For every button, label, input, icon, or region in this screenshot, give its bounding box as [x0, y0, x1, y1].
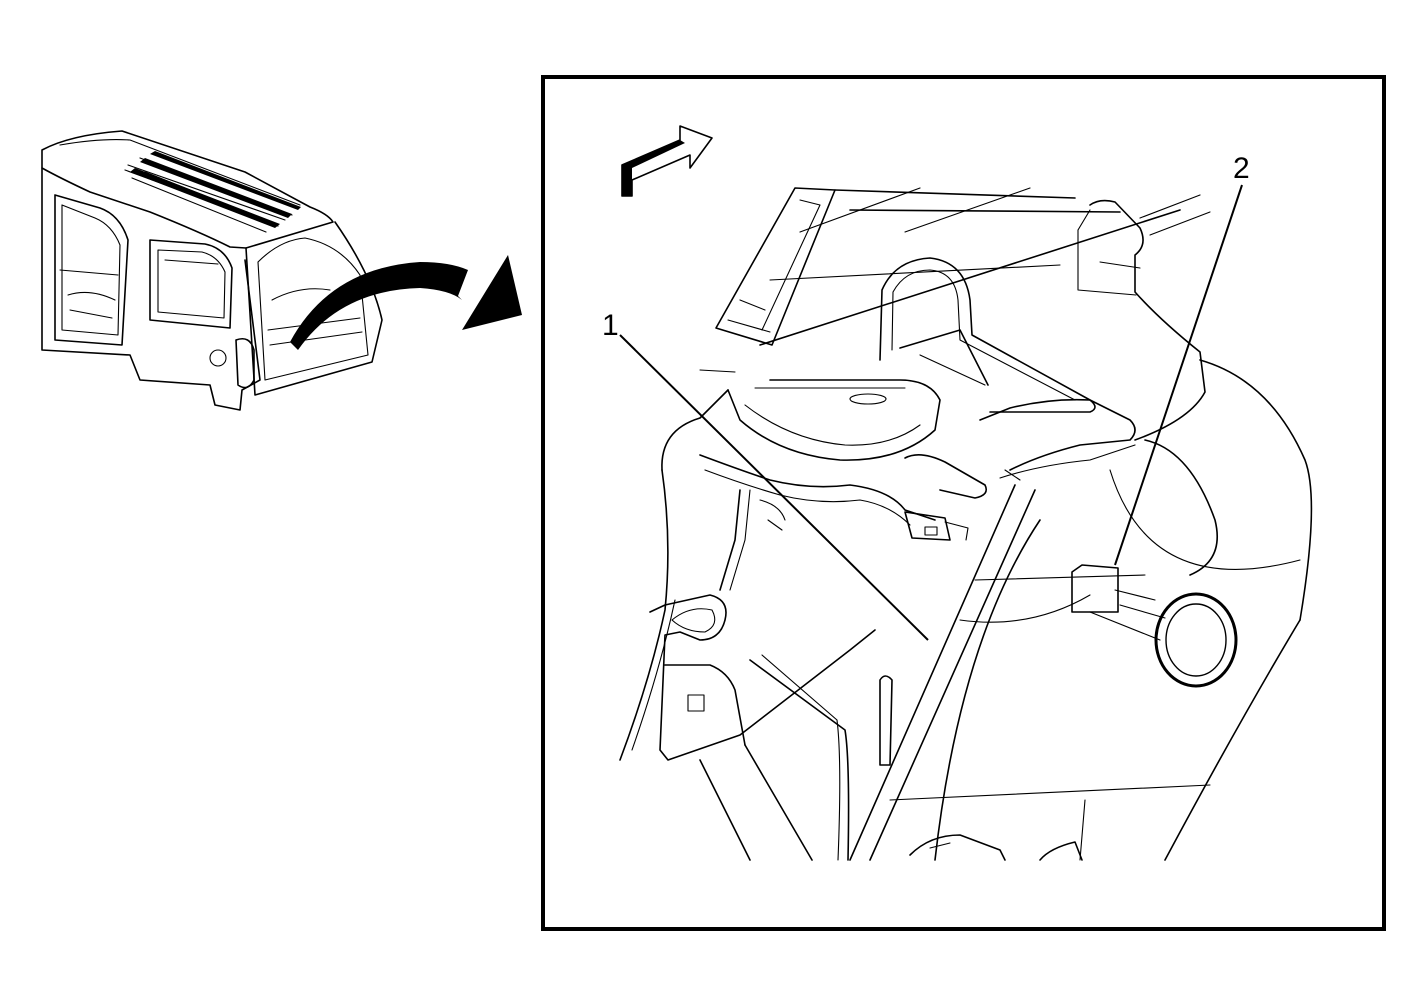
direction-arrow-icon — [621, 125, 713, 197]
liftgate-harness-detail — [619, 187, 1313, 861]
callout-2-leader — [1114, 184, 1243, 566]
vehicle-body-overview-icon — [41, 130, 383, 411]
detail-frame — [541, 75, 1386, 931]
curved-arrow-icon — [290, 255, 522, 350]
callout-2-label: 2 — [1233, 152, 1250, 185]
connector-icon — [904, 511, 969, 541]
callout-1-leader — [619, 334, 929, 641]
callout-1-label: 1 — [602, 309, 619, 342]
